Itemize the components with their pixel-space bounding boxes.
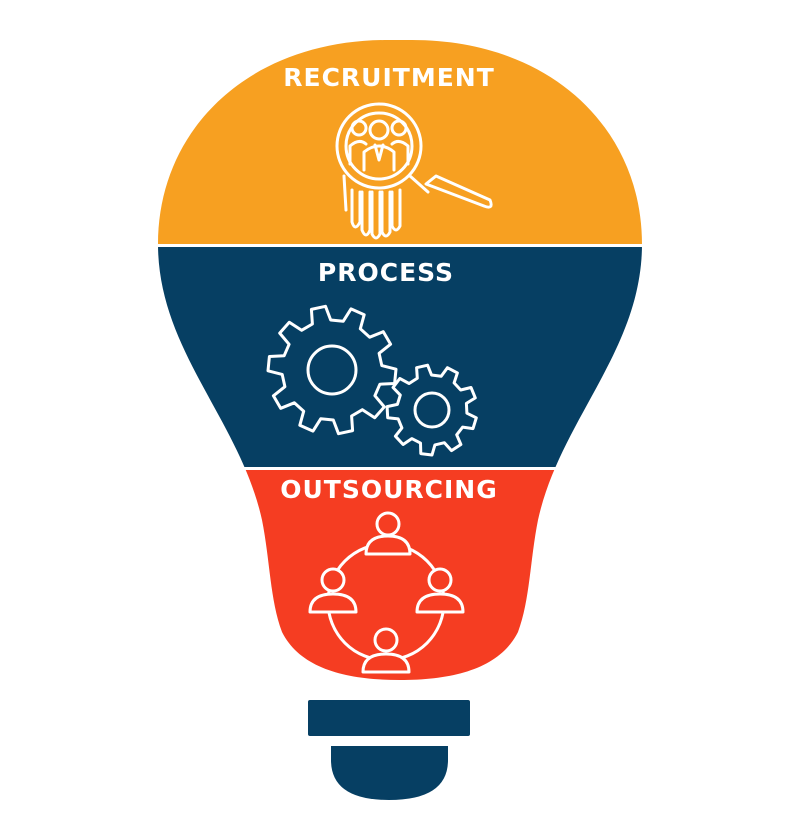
bulb-base-plate bbox=[308, 700, 470, 736]
recruitment-label: RECRUITMENT bbox=[283, 63, 495, 92]
process-label: PROCESS bbox=[318, 258, 454, 287]
gears-icon bbox=[266, 304, 478, 457]
outsourcing-label: OUTSOURCING bbox=[280, 475, 498, 504]
magnifier-people-icon bbox=[335, 102, 493, 240]
people-network-icon bbox=[308, 511, 465, 674]
bulb-base-cap bbox=[331, 746, 448, 800]
